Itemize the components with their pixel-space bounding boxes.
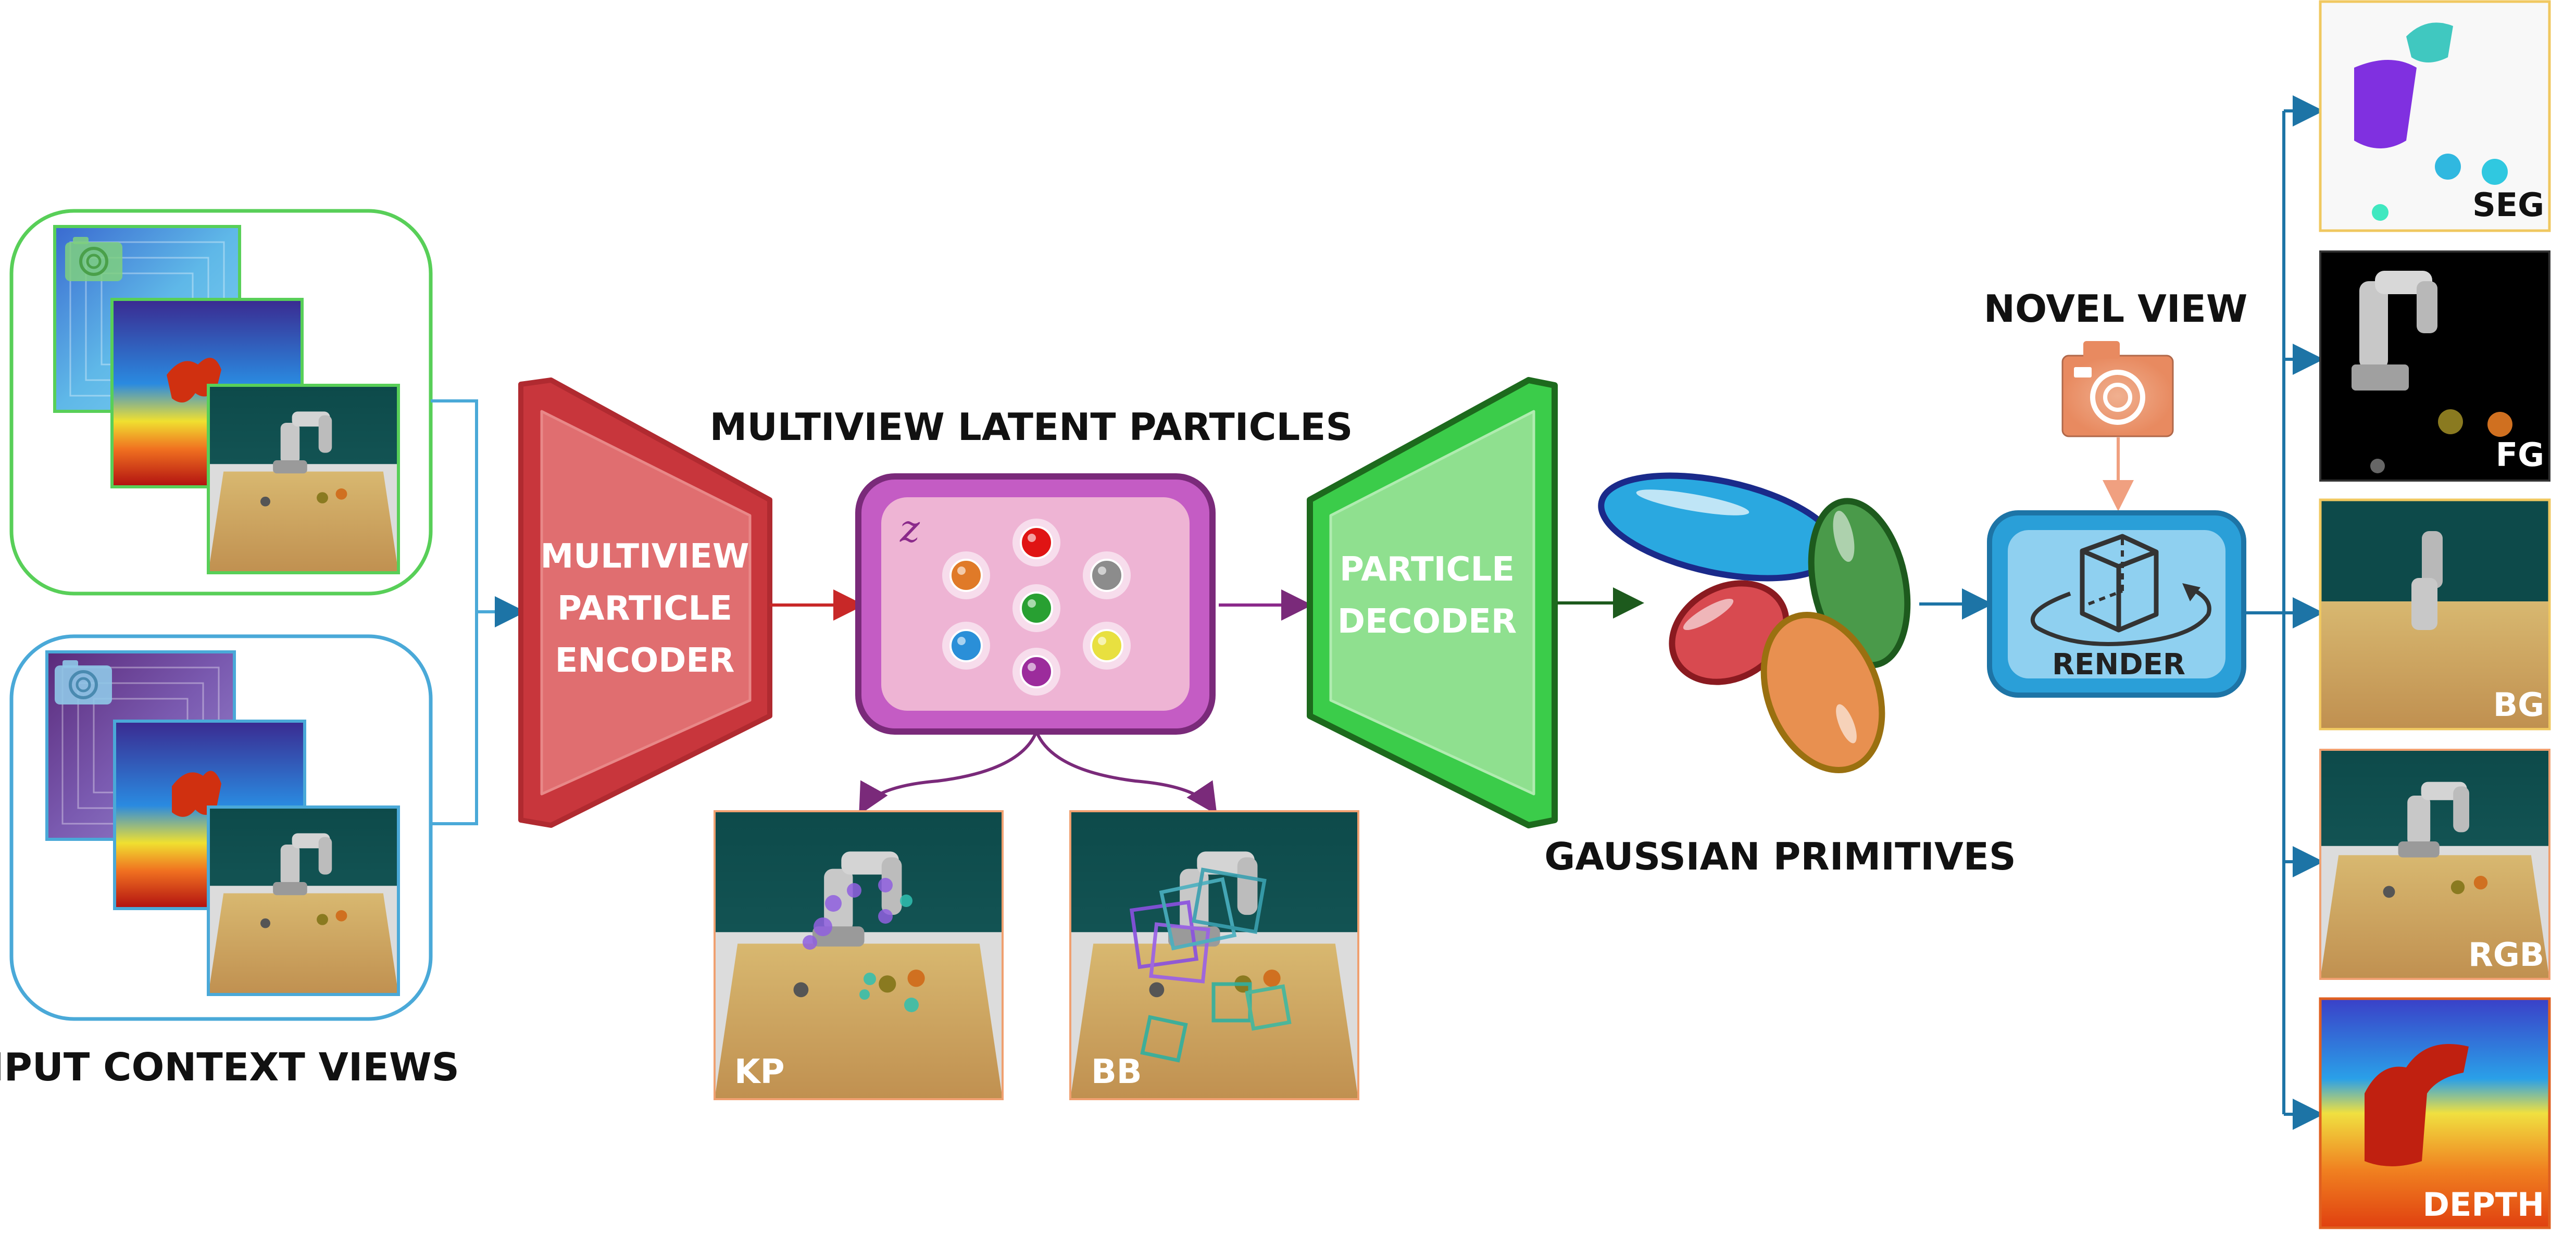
output-foreground: FG: [2319, 250, 2550, 482]
input-merge-arrow: [431, 399, 526, 825]
particle-highlight: [1028, 599, 1036, 608]
output-depth: DEPTH: [2319, 997, 2551, 1229]
encoder-label-line-2: PARTICLE: [557, 589, 732, 628]
input-context-views-label: INPUT CONTEXT VIEWS: [0, 1045, 459, 1090]
novel-view-label: NOVEL VIEW: [1984, 287, 2248, 331]
novel-view: NOVEL VIEW: [1984, 287, 2248, 511]
bg-label: BG: [2493, 686, 2544, 724]
output-segmentation: SEG: [2319, 0, 2551, 232]
context-view-rgb: [207, 384, 400, 574]
latent-particles-label: MULTIVIEW LATENT PARTICLES: [710, 405, 1353, 449]
particle-highlight: [957, 566, 966, 575]
latent-particle: [1090, 559, 1123, 592]
rotate-arrow-icon: [2030, 586, 2211, 646]
output-rgb: RGB: [2319, 749, 2550, 980]
gaussian-red: [1669, 580, 1790, 685]
context-view-rgb-2: [207, 805, 400, 996]
input-context-views: INPUT CONTEXT VIEWS: [0, 209, 459, 1090]
latent-particle: [1090, 629, 1123, 662]
render-block: RENDER: [1987, 510, 2246, 698]
depth-label: DEPTH: [2423, 1186, 2544, 1224]
keypoints-view: KP: [714, 810, 1004, 1100]
decoder-label-line-2: DECODER: [1337, 602, 1517, 641]
encoder-label-line-1: MULTIVIEW: [541, 537, 749, 576]
particle-highlight: [1098, 637, 1106, 645]
latent-symbol: z: [899, 507, 920, 550]
particle-decoder: PARTICLE DECODER: [1307, 377, 1558, 828]
context-group-blue: [9, 634, 433, 1021]
decoder-label-line-1: PARTICLE: [1340, 550, 1515, 589]
particle-highlight: [957, 637, 966, 645]
kp-label: KP: [734, 1053, 785, 1091]
latent-particle: [949, 629, 983, 662]
gaussian-blue: [1598, 472, 1840, 582]
gaussian-primitives: GAUSSIAN PRIMITIVES: [1544, 472, 2016, 878]
bounding-boxes-view: BB: [1069, 810, 1359, 1100]
latent-particle: [949, 559, 983, 592]
bb-label: BB: [1091, 1053, 1142, 1091]
output-background: BG: [2319, 498, 2551, 731]
latent-particle: [1020, 591, 1053, 625]
camera-icon: [65, 237, 122, 281]
camera-icon: [55, 660, 112, 704]
rgb-label: RGB: [2468, 936, 2544, 974]
encoder-label-line-3: ENCODER: [555, 641, 735, 680]
fg-label: FG: [2496, 436, 2544, 474]
latent-particle-set: [942, 519, 1131, 696]
seg-label: SEG: [2472, 186, 2544, 224]
latent-particle: [1020, 526, 1053, 559]
particle-highlight: [1098, 566, 1106, 575]
gaussian-primitives-label: GAUSSIAN PRIMITIVES: [1544, 835, 2016, 878]
multiview-latent-particles: MULTIVIEW LATENT PARTICLES z: [710, 405, 1353, 735]
particle-highlight: [1028, 663, 1036, 671]
render-cube-icon: [2080, 534, 2159, 633]
latent-particle: [1020, 655, 1053, 688]
camera-icon: [2061, 341, 2174, 437]
output-fan-arrows: [2244, 95, 2324, 1130]
render-label: RENDER: [2052, 648, 2185, 682]
multiview-particle-encoder: MULTIVIEW PARTICLE ENCODER: [518, 377, 772, 828]
latent-split-arrows: [859, 731, 1217, 815]
particle-highlight: [1028, 534, 1036, 542]
